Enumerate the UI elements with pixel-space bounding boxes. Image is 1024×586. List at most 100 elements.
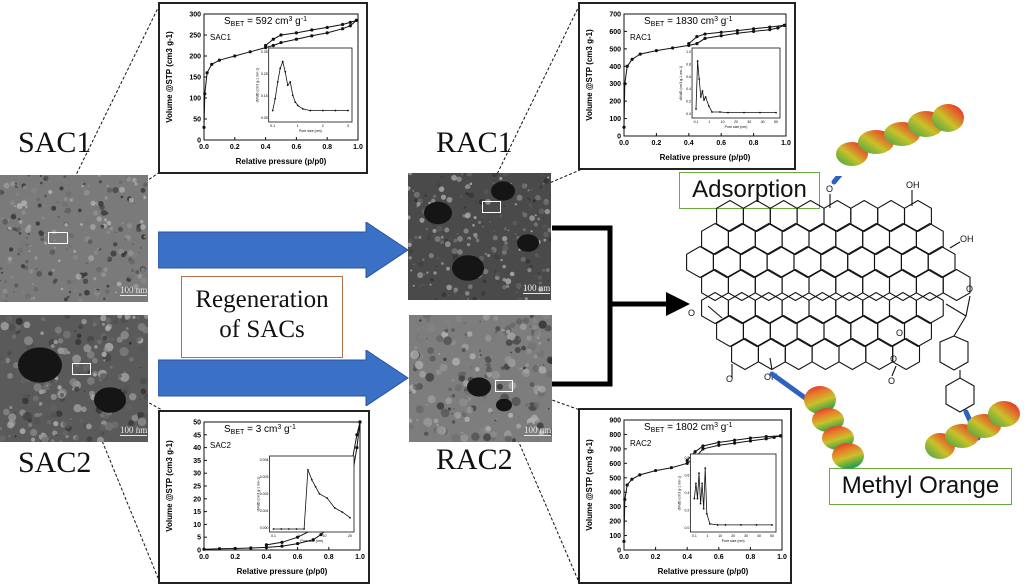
sem-grain <box>93 373 97 377</box>
sem-grain <box>127 250 134 257</box>
atom-oh-1: OH <box>906 180 920 190</box>
sem-grain <box>539 185 543 189</box>
isotherm-point <box>294 31 298 35</box>
inset-point <box>716 524 719 526</box>
isotherm-point <box>271 43 275 48</box>
sem-grain <box>42 389 47 394</box>
isotherm-point <box>294 37 298 41</box>
sem-grain <box>525 259 531 264</box>
x-axis-label: Relative pressure (p/p0) <box>658 567 749 576</box>
sem-grain <box>466 173 473 177</box>
sem-grain <box>97 247 100 250</box>
sem-grain <box>114 223 117 226</box>
sem-grain <box>86 436 93 442</box>
sem-grain <box>451 433 461 442</box>
sem-grain <box>489 221 492 224</box>
sem-grain <box>412 190 415 192</box>
sem-grain <box>22 397 29 405</box>
sem-grain <box>96 216 103 222</box>
sem-grain <box>125 427 134 437</box>
sem-grain <box>510 322 516 328</box>
sem-grain <box>33 400 40 406</box>
sem-grain <box>84 289 90 296</box>
sem-grain <box>538 255 542 259</box>
y-tick-label: 40 <box>193 445 201 452</box>
isotherm-point <box>279 33 283 37</box>
inset-point <box>695 108 697 110</box>
sem-grain <box>523 368 529 374</box>
sem-grain <box>463 322 466 325</box>
x-tick-label: 0.8 <box>324 554 334 561</box>
sem-grain <box>137 317 139 319</box>
sem-grain <box>453 238 458 243</box>
sem-grain <box>63 297 68 302</box>
y-tick-label: 400 <box>609 490 621 497</box>
sem-grain <box>537 275 543 280</box>
x-tick-label: 0.6 <box>292 144 302 151</box>
sem-grain <box>21 210 26 215</box>
sem-grain <box>4 294 9 298</box>
sem-grain <box>122 407 125 409</box>
sem-grain <box>42 386 45 389</box>
isotherm-point <box>248 50 252 54</box>
sem-grain <box>452 258 455 261</box>
inset-point <box>318 492 321 495</box>
sem-grain <box>99 373 109 382</box>
sem-grain <box>104 422 114 431</box>
regeneration-box: Regeneration of SACs <box>181 276 343 358</box>
sem-grain <box>141 234 147 240</box>
isotherm-point <box>782 23 786 27</box>
sem-grain <box>95 266 102 273</box>
sem-grain <box>416 418 419 421</box>
sem-grain <box>142 361 144 363</box>
sem-grain <box>108 225 110 228</box>
scale-bar-rac1: 100 nm <box>523 283 551 294</box>
sem-grain <box>135 270 140 275</box>
inset-x-tick-label: 10 <box>323 534 327 538</box>
sem-grain <box>4 357 11 364</box>
sem-grain <box>18 231 22 235</box>
sem-grain <box>512 238 515 241</box>
sem-grain <box>90 224 96 230</box>
isotherm-point <box>202 125 206 129</box>
x-tick-label: 0.6 <box>714 554 724 561</box>
isotherm-point <box>296 535 300 539</box>
sem-grain <box>13 213 16 216</box>
sem-grain <box>9 247 14 252</box>
sem-grain <box>58 338 64 344</box>
isotherm-line <box>623 24 785 128</box>
sem-grain <box>453 287 459 293</box>
isotherm-point <box>264 545 268 550</box>
sem-grain <box>408 256 412 260</box>
sem-grain <box>12 227 17 232</box>
x-tick-label: 0.2 <box>651 554 661 561</box>
isotherm-point <box>638 473 642 477</box>
sem-grain <box>486 371 493 378</box>
sem-grain <box>24 336 33 346</box>
sem-grain <box>419 319 422 322</box>
x-axis-label: Relative pressure (p/p0) <box>660 153 751 162</box>
y-tick-label: 200 <box>609 99 621 106</box>
sem-grain <box>515 290 519 294</box>
sem-grain <box>448 387 452 392</box>
sem-grain <box>512 220 518 226</box>
sem-grain <box>487 408 493 413</box>
sem-grain <box>472 224 475 227</box>
sem-grain <box>110 366 113 369</box>
isotherm-point <box>210 62 214 66</box>
sem-grain <box>538 366 547 374</box>
isotherm-point <box>768 28 772 32</box>
isotherm-point <box>341 22 345 27</box>
sem-grain <box>500 328 504 332</box>
sem-grain <box>112 238 115 242</box>
sem-grain <box>106 335 113 342</box>
sem-grain <box>461 173 464 176</box>
sem-grain <box>106 418 109 421</box>
inset-point <box>349 516 351 519</box>
sem-grain <box>544 208 550 215</box>
sem-grain <box>410 265 413 269</box>
sem-grain <box>532 365 540 372</box>
sem-pore <box>496 398 512 412</box>
sem-grain <box>537 272 541 276</box>
